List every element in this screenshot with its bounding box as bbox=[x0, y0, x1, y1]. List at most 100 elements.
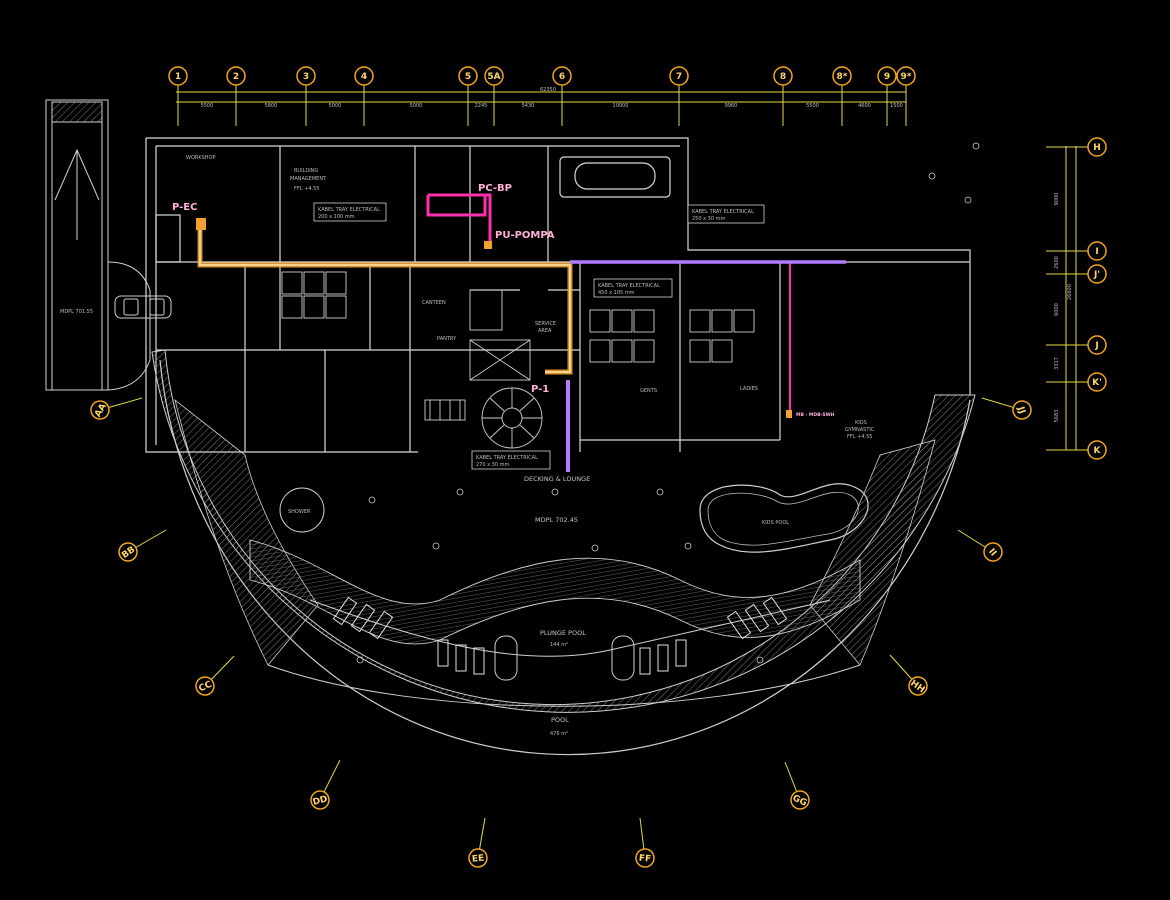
grid-bubble-9*: 9* bbox=[896, 66, 916, 86]
arc-bubble-HH: HH bbox=[908, 676, 928, 696]
building-walls bbox=[145, 137, 971, 453]
grid-bubble-8*: 8* bbox=[832, 66, 852, 86]
svg-text:4: 4 bbox=[361, 72, 367, 82]
panel-mb bbox=[786, 410, 792, 418]
svg-text:2: 2 bbox=[233, 72, 239, 82]
grid-bubble-5A: 5A bbox=[484, 66, 504, 86]
svg-text:8: 8 bbox=[780, 72, 786, 82]
room-pantry: PANTRY bbox=[437, 336, 457, 342]
svg-text:5A: 5A bbox=[487, 72, 500, 82]
arc-bubble-FF: FF bbox=[635, 848, 655, 868]
room-kids-gym: KIDS bbox=[855, 420, 867, 426]
svg-text:I: I bbox=[1095, 247, 1098, 257]
cable-tray-label-3: KABEL TRAY ELECTRICAL 450 x 105 mm bbox=[593, 278, 673, 298]
svg-text:7: 7 bbox=[676, 72, 682, 82]
top-dim-2: 5000 bbox=[329, 103, 342, 109]
grid-bubble-1: 1 bbox=[168, 66, 188, 86]
svg-text:3: 3 bbox=[303, 72, 309, 82]
top-dim-7: 9960 bbox=[725, 103, 738, 109]
room-service-2: AREA bbox=[538, 328, 552, 334]
top-dim-0: 5500 bbox=[201, 103, 214, 109]
svg-text:JJ: JJ bbox=[1015, 405, 1027, 416]
room-decking: DECKING & LOUNGE bbox=[524, 475, 590, 483]
stairs bbox=[424, 289, 531, 421]
top-dim-4: 2245 bbox=[475, 103, 488, 109]
cable-tray-label-1: KABEL TRAY ELECTRICAL 200 x 100 mm bbox=[313, 202, 387, 222]
top-grid-dimension: 62350 bbox=[176, 87, 906, 103]
room-ffl-1: FFL +4.55 bbox=[294, 186, 319, 192]
tag-pc-bp: PC-BP bbox=[478, 183, 512, 194]
top-dim-6: 10000 bbox=[613, 103, 629, 109]
right-dim-3: 3317 bbox=[1054, 357, 1060, 370]
room-kids-pool: KIDS POOL bbox=[762, 520, 789, 526]
right-dim-1: 2600 bbox=[1054, 256, 1060, 269]
right-grid-dimension: 26600 bbox=[1065, 146, 1077, 450]
grid-bubble-3: 3 bbox=[296, 66, 316, 86]
room-pool: POOL bbox=[551, 716, 569, 724]
svg-text:FF: FF bbox=[638, 854, 651, 865]
top-dim-3: 5000 bbox=[410, 103, 423, 109]
svg-text:II: II bbox=[986, 547, 998, 559]
room-workshop: WORKSHOP bbox=[186, 155, 216, 161]
pink-tray-route bbox=[426, 193, 492, 245]
entrance-ramp bbox=[45, 99, 151, 391]
room-kids-gym-2: GYMNASTIC bbox=[845, 427, 875, 433]
grid-bubble-I: I bbox=[1087, 241, 1107, 261]
panel-pu-pompa bbox=[484, 241, 492, 249]
top-dim-5: 5430 bbox=[522, 103, 535, 109]
room-mdpl-main: MDPL 702.45 bbox=[535, 516, 578, 524]
room-building-management-2: MANAGEMENT bbox=[290, 176, 327, 182]
car-icon bbox=[114, 295, 172, 319]
room-ladies: LADIES bbox=[740, 386, 758, 392]
room-shower: SHOWER bbox=[288, 509, 311, 515]
arc-bubble-BB: BB bbox=[118, 542, 138, 562]
svg-text:J': J' bbox=[1093, 270, 1100, 280]
grid-bubble-K: K bbox=[1087, 440, 1107, 460]
cable-tray-routes bbox=[197, 193, 846, 472]
svg-text:K: K bbox=[1094, 446, 1102, 456]
room-service: SERVICE bbox=[535, 321, 556, 327]
svg-text:5: 5 bbox=[465, 72, 471, 82]
sun-loungers bbox=[332, 596, 788, 675]
room-ffl-2: FFL +4.55 bbox=[847, 434, 872, 440]
top-dim-1: 5800 bbox=[265, 103, 278, 109]
grid-bubble-K': K' bbox=[1087, 372, 1107, 392]
columns bbox=[356, 142, 980, 664]
pool-deck bbox=[151, 349, 976, 756]
spiral-stair bbox=[481, 387, 543, 449]
room-gents: GENTS bbox=[640, 388, 657, 394]
svg-text:9*: 9* bbox=[901, 72, 912, 82]
right-dim-4: 5683 bbox=[1054, 410, 1060, 423]
arc-bubble-GG: GG bbox=[790, 790, 810, 810]
toilet-cubicles bbox=[281, 271, 755, 363]
grid-bubble-9: 9 bbox=[877, 66, 897, 86]
grid-bubble-7: 7 bbox=[669, 66, 689, 86]
grid-bubble-H: H bbox=[1087, 137, 1107, 157]
grid-bubble-4: 4 bbox=[354, 66, 374, 86]
tag-p-ec: P-EC bbox=[172, 202, 197, 213]
cable-tray-1-title: KABEL TRAY ELECTRICAL bbox=[318, 207, 380, 213]
grid-bubble-2: 2 bbox=[226, 66, 246, 86]
cable-tray-2-size: 250 x 30 mm bbox=[692, 216, 726, 222]
room-plunge-area: 144 m² bbox=[550, 642, 568, 648]
grid-bubble-8: 8 bbox=[773, 66, 793, 86]
room-canteen: CANTEEN bbox=[422, 300, 446, 306]
svg-text:9: 9 bbox=[884, 72, 890, 82]
arc-bubble-EE: EE bbox=[468, 848, 488, 868]
arc-bubble-AA: AA bbox=[90, 400, 110, 420]
svg-text:J: J bbox=[1094, 341, 1098, 351]
room-building-management: BUILDING bbox=[294, 168, 318, 174]
top-dim-8: 5500 bbox=[806, 103, 819, 109]
svg-text:1: 1 bbox=[175, 72, 181, 82]
cable-tray-1-size: 200 x 100 mm bbox=[318, 214, 355, 220]
arc-bubble-JJ: JJ bbox=[1012, 400, 1032, 420]
right-grid-total: 26600 bbox=[1067, 284, 1073, 300]
arc-bubble-DD: DD bbox=[310, 790, 330, 810]
svg-text:8*: 8* bbox=[837, 72, 848, 82]
cable-tray-label-4: KABEL TRAY ELECTRICAL 270 x 30 mm bbox=[471, 450, 551, 470]
tag-pu-pompa: PU-POMPA bbox=[495, 230, 555, 241]
room-plunge-pool: PLUNGE POOL bbox=[540, 629, 586, 637]
